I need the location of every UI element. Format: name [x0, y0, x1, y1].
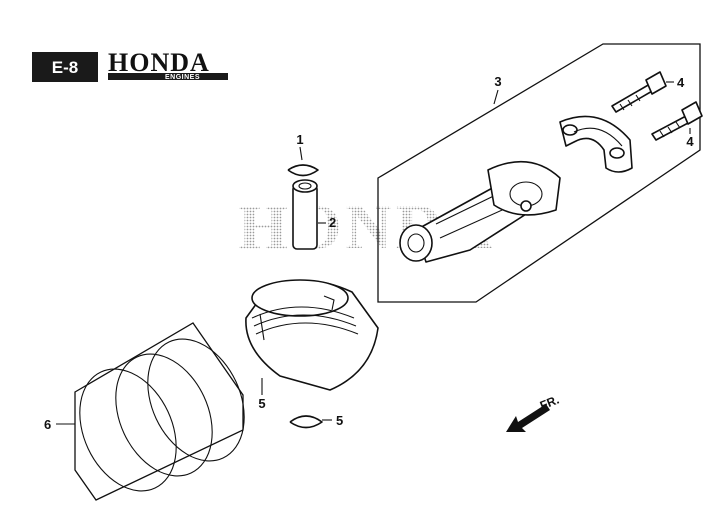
piston [245, 279, 379, 391]
section-code: E-8 [52, 58, 78, 77]
rod-bolt-upper [611, 71, 667, 113]
callout-3: 3 [494, 74, 501, 89]
brand-sub: ENGINES [165, 74, 200, 81]
callout-5-lower: 5 [336, 413, 343, 428]
piston-rings [79, 338, 245, 492]
callout-1: 5 [258, 396, 265, 411]
brand-name: HONDA [108, 48, 210, 77]
rod-cap [559, 115, 633, 173]
callout-6: 6 [44, 417, 51, 432]
section-badge: E-8 [32, 52, 98, 82]
pin-clip-lower [289, 415, 323, 429]
front-direction-arrow: FR. [506, 393, 561, 432]
rod-bolt-lower [651, 101, 703, 141]
callout-2: 2 [329, 215, 336, 230]
callout-5-upper: 1 [296, 132, 303, 147]
pin-clip-upper [287, 164, 319, 177]
piston-pin [292, 179, 318, 250]
callout-4-lower: 4 [686, 134, 694, 149]
connecting-rod-frame [377, 43, 701, 303]
honda-engines-logo: HONDA ENGINES [108, 48, 228, 81]
callout-4-upper: 4 [677, 75, 685, 90]
front-direction-label: FR. [538, 393, 561, 413]
connecting-rod [399, 160, 561, 263]
